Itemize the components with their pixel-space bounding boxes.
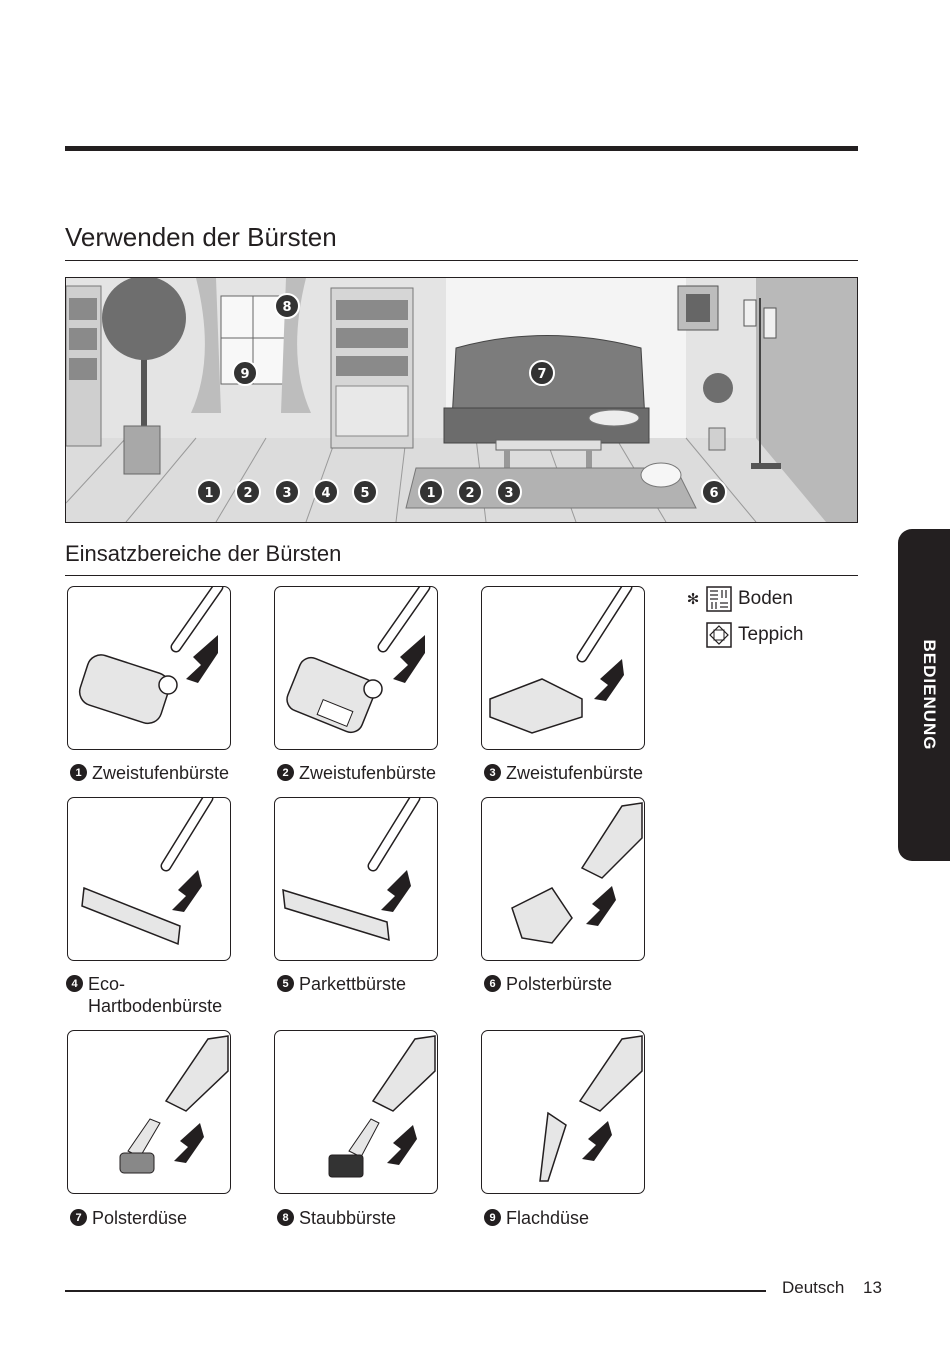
parquet-brush-icon bbox=[282, 798, 421, 942]
brush-tile-1 bbox=[67, 586, 231, 750]
room-scene-illustration: 8 9 7 6 1 2 3 4 5 1 2 3 bbox=[65, 277, 858, 523]
brush-tile-7 bbox=[67, 1030, 231, 1194]
brush-tile-9 bbox=[481, 1030, 645, 1194]
svg-text:6: 6 bbox=[709, 486, 718, 501]
brush-tile-6 bbox=[481, 797, 645, 961]
floor-icon bbox=[706, 586, 732, 612]
footer-rule bbox=[65, 1290, 766, 1292]
brush-tile-3 bbox=[481, 586, 645, 750]
slim-brush-icon bbox=[489, 587, 633, 734]
svg-text:7: 7 bbox=[537, 367, 546, 382]
page-number: 13 bbox=[863, 1278, 882, 1297]
upholstery-nozzle-icon bbox=[119, 1035, 229, 1174]
carpet-icon bbox=[706, 622, 732, 648]
svg-text:3: 3 bbox=[282, 486, 291, 501]
side-tab-label: BEDIENUNG bbox=[920, 639, 939, 751]
scene-floor-marker-5: 5 bbox=[352, 479, 378, 505]
page-title: Verwenden der Bürsten bbox=[65, 222, 337, 252]
top-rule bbox=[65, 146, 858, 151]
footer-language: Deutsch bbox=[782, 1278, 845, 1297]
scene-floor-marker-2: 2 bbox=[235, 479, 261, 505]
svg-text:3: 3 bbox=[504, 486, 513, 501]
upholstery-brush-icon bbox=[511, 802, 643, 944]
asterisk-icon: ✻ bbox=[686, 591, 700, 608]
legend-item-floor: ✻ Boden bbox=[686, 586, 793, 612]
scene-marker-7: 7 bbox=[529, 360, 555, 386]
scene-carpet-marker-1: 1 bbox=[418, 479, 444, 505]
scene-floor-marker-4: 4 bbox=[313, 479, 339, 505]
svg-text:4: 4 bbox=[321, 486, 330, 501]
section-subtitle: Einsatzbereiche der Bürsten bbox=[65, 541, 342, 566]
legend-label-floor: Boden bbox=[738, 588, 793, 609]
svg-text:2: 2 bbox=[243, 486, 252, 501]
crevice-nozzle-icon bbox=[539, 1035, 643, 1182]
turbo-brush-icon bbox=[286, 587, 431, 734]
brush-tile-4 bbox=[67, 797, 231, 961]
svg-text:1: 1 bbox=[426, 486, 435, 501]
svg-text:5: 5 bbox=[360, 486, 369, 501]
scene-carpet-marker-3: 3 bbox=[496, 479, 522, 505]
svg-text:8: 8 bbox=[282, 300, 291, 315]
dust-brush-icon bbox=[328, 1035, 436, 1178]
brush-tile-5 bbox=[274, 797, 438, 961]
scene-floor-marker-1: 1 bbox=[196, 479, 222, 505]
title-rule bbox=[65, 260, 858, 261]
turbo-brush-icon bbox=[78, 587, 224, 725]
legend-item-carpet: Teppich bbox=[686, 622, 804, 648]
svg-text:9: 9 bbox=[240, 367, 249, 382]
svg-text:2: 2 bbox=[465, 486, 474, 501]
scene-marker-9: 9 bbox=[232, 360, 258, 386]
hard-floor-brush-icon bbox=[81, 798, 214, 946]
subtitle-rule bbox=[65, 575, 858, 576]
scene-marker-8: 8 bbox=[274, 293, 300, 319]
brush-tile-2 bbox=[274, 586, 438, 750]
scene-floor-marker-3: 3 bbox=[274, 479, 300, 505]
legend-label-carpet: Teppich bbox=[738, 624, 804, 645]
side-tab bbox=[898, 529, 950, 861]
scene-carpet-marker-2: 2 bbox=[457, 479, 483, 505]
svg-text:1: 1 bbox=[204, 486, 213, 501]
scene-marker-6: 6 bbox=[701, 479, 727, 505]
brush-tile-8 bbox=[274, 1030, 438, 1194]
